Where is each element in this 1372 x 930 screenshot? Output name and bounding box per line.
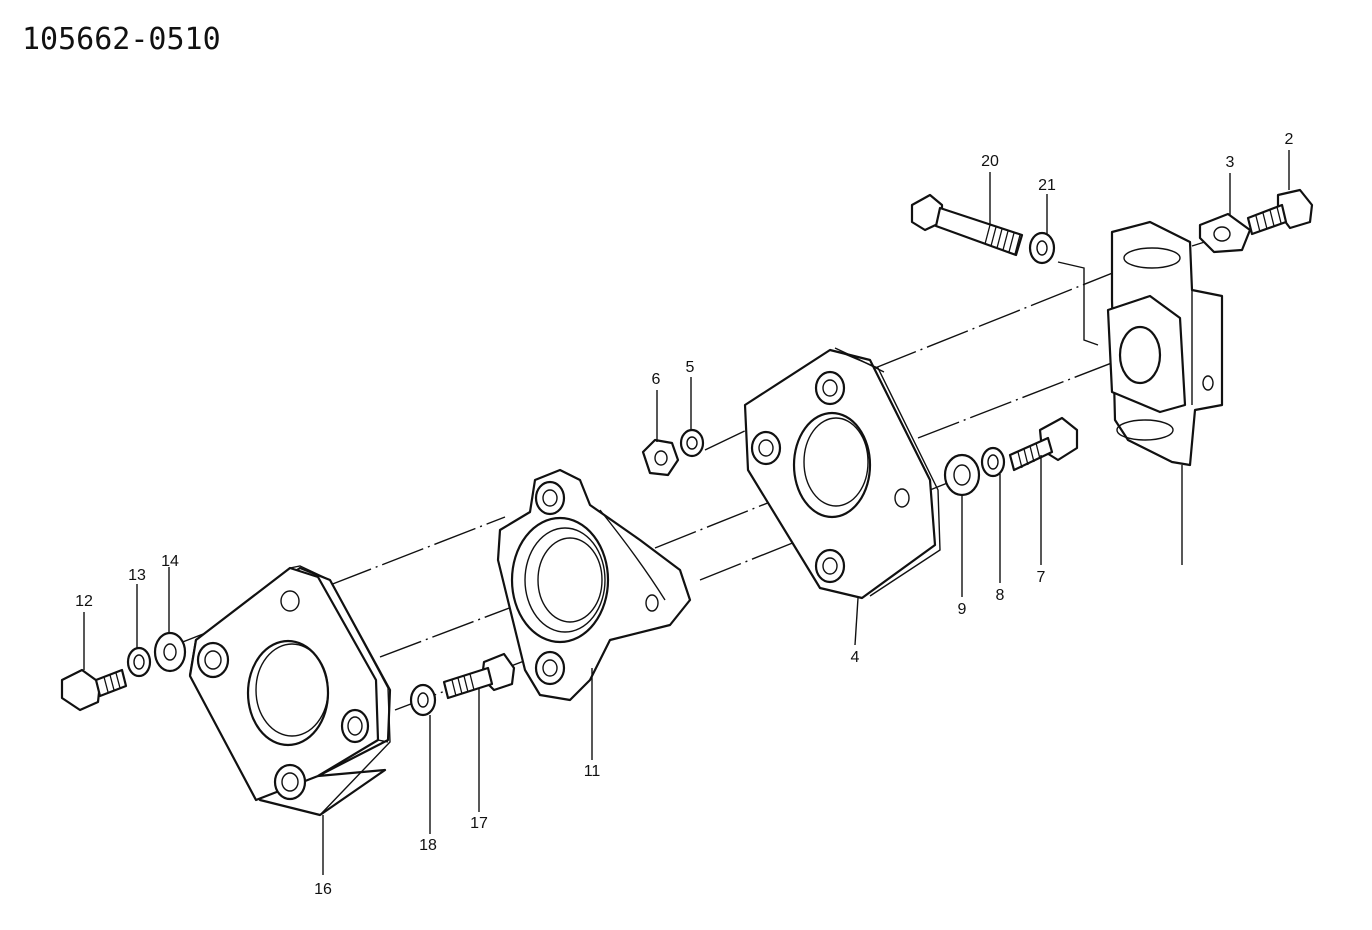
part-6-nut (641, 438, 680, 477)
part-4-flange-plate (743, 347, 941, 600)
part-17-bolt (442, 652, 516, 700)
part-14-washer (153, 631, 187, 673)
callout-2: 2 (1285, 131, 1294, 148)
callout-11: 11 (584, 763, 601, 780)
callout-7: 7 (1037, 569, 1046, 586)
callout-8: 8 (996, 587, 1005, 604)
part-16-flange-plate (188, 565, 392, 817)
part-11-coupling-housing (496, 468, 692, 702)
part-20-bolt (910, 193, 1024, 257)
callout-16: 16 (314, 881, 332, 898)
part-9-washer (943, 453, 981, 497)
part-12-bolt (60, 668, 128, 712)
callout-leaders (83, 150, 1290, 875)
callout-17: 17 (470, 815, 488, 832)
callout-5: 5 (686, 359, 695, 376)
callout-3: 3 (1226, 154, 1235, 171)
part-2-bolt (1246, 188, 1314, 236)
part-18-washer (409, 683, 437, 717)
callout-4: 4 (851, 649, 860, 666)
callout-18: 18 (419, 837, 437, 854)
bracket (1106, 220, 1224, 467)
callout-21: 21 (1038, 177, 1056, 194)
callout-6: 6 (652, 371, 661, 388)
callout-14: 14 (161, 553, 179, 570)
callout-9: 9 (958, 601, 967, 618)
part-21-washer (1028, 231, 1056, 265)
part-3-lock-plate (1198, 212, 1252, 254)
callout-12: 12 (75, 593, 93, 610)
part-8-lock-washer (980, 446, 1006, 478)
callout-20: 20 (981, 153, 999, 170)
part-5-washer (679, 428, 705, 458)
part-7-bolt (1008, 416, 1079, 472)
callout-13: 13 (128, 567, 146, 584)
part-13-washer (126, 646, 152, 678)
callout-labels: 2 3 4 5 6 7 8 9 11 12 13 14 16 17 18 20 … (75, 131, 1293, 898)
diagram-code: 105662-0510 (22, 22, 221, 57)
